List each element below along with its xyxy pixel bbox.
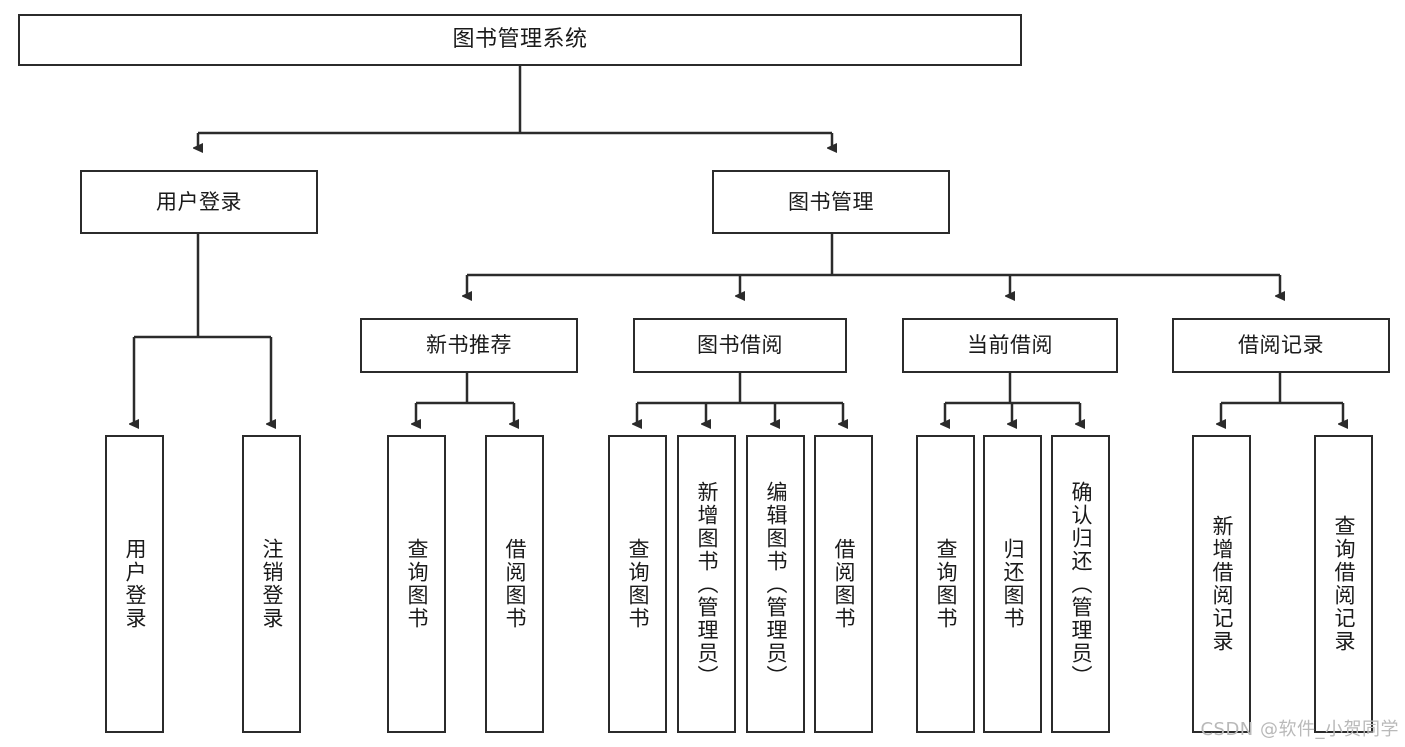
- node-book-borrow[interactable]: 图书借阅: [633, 318, 847, 373]
- node-leaf-query-borrow-record-label: 查询借阅记录: [1332, 515, 1357, 653]
- node-leaf-query-book-new[interactable]: 查询图书: [387, 435, 446, 733]
- node-book-borrow-label: 图书借阅: [697, 333, 783, 358]
- node-leaf-add-book-admin-label: 新增图书（管理员）: [695, 480, 720, 688]
- node-leaf-add-borrow-record[interactable]: 新增借阅记录: [1192, 435, 1251, 733]
- node-leaf-borrow-book-label: 借阅图书: [832, 538, 857, 630]
- node-leaf-query-book-current-label: 查询图书: [934, 538, 959, 630]
- node-user-login[interactable]: 用户登录: [80, 170, 318, 234]
- node-leaf-query-book-current[interactable]: 查询图书: [916, 435, 975, 733]
- node-leaf-borrow-book[interactable]: 借阅图书: [814, 435, 873, 733]
- node-leaf-logout[interactable]: 注销登录: [242, 435, 301, 733]
- node-user-login-label: 用户登录: [156, 189, 242, 214]
- node-root-system-label: 图书管理系统: [452, 27, 588, 53]
- node-leaf-add-borrow-record-label: 新增借阅记录: [1210, 515, 1235, 653]
- node-book-management-label: 图书管理: [788, 189, 874, 214]
- node-leaf-borrow-book-new-label: 借阅图书: [503, 538, 528, 630]
- node-leaf-edit-book-admin-label: 编辑图书（管理员）: [764, 480, 789, 688]
- node-leaf-query-book-new-label: 查询图书: [405, 538, 430, 630]
- node-new-book-recommendation[interactable]: 新书推荐: [360, 318, 578, 373]
- node-new-book-recommendation-label: 新书推荐: [426, 333, 512, 358]
- node-leaf-return-book[interactable]: 归还图书: [983, 435, 1042, 733]
- node-leaf-user-login-label: 用户登录: [123, 538, 148, 630]
- node-leaf-confirm-return-admin[interactable]: 确认归还（管理员）: [1051, 435, 1110, 733]
- node-leaf-query-book-borrow[interactable]: 查询图书: [608, 435, 667, 733]
- node-leaf-return-book-label: 归还图书: [1001, 538, 1026, 630]
- node-root-system[interactable]: 图书管理系统: [18, 14, 1022, 66]
- node-book-management[interactable]: 图书管理: [712, 170, 950, 234]
- node-leaf-logout-label: 注销登录: [260, 538, 285, 630]
- csdn-watermark: CSDN @软件_小贺同学: [1200, 719, 1399, 740]
- node-current-borrow[interactable]: 当前借阅: [902, 318, 1118, 373]
- node-leaf-borrow-book-new[interactable]: 借阅图书: [485, 435, 544, 733]
- node-leaf-edit-book-admin[interactable]: 编辑图书（管理员）: [746, 435, 805, 733]
- node-current-borrow-label: 当前借阅: [967, 333, 1053, 358]
- node-leaf-user-login[interactable]: 用户登录: [105, 435, 164, 733]
- node-borrow-record-label: 借阅记录: [1238, 333, 1324, 358]
- node-borrow-record[interactable]: 借阅记录: [1172, 318, 1390, 373]
- node-leaf-add-book-admin[interactable]: 新增图书（管理员）: [677, 435, 736, 733]
- node-leaf-confirm-return-admin-label: 确认归还（管理员）: [1069, 480, 1094, 688]
- node-leaf-query-book-borrow-label: 查询图书: [626, 538, 651, 630]
- node-leaf-query-borrow-record[interactable]: 查询借阅记录: [1314, 435, 1373, 733]
